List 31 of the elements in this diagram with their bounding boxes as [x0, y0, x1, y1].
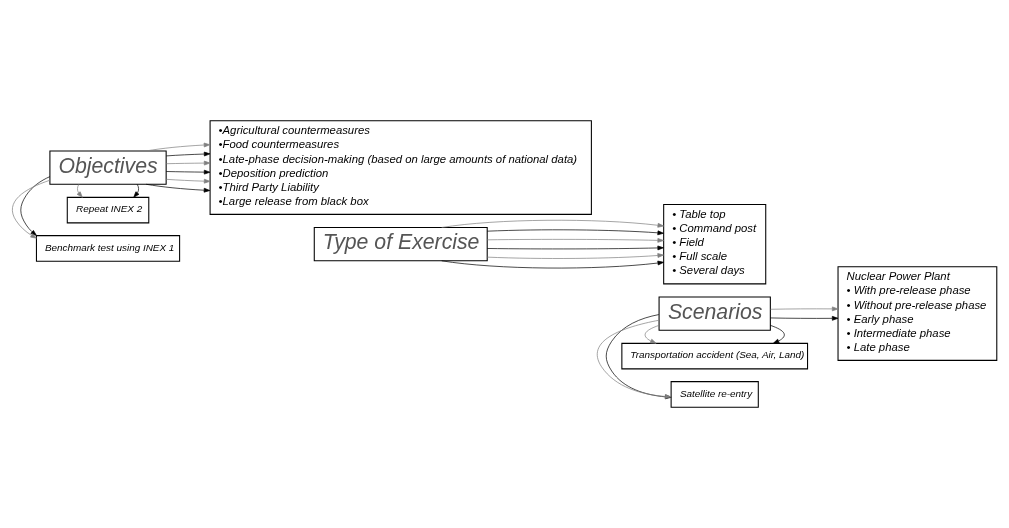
arrow	[441, 260, 664, 269]
arrow	[76, 184, 83, 198]
node-box: Repeat INEX 2	[66, 196, 150, 224]
node-box: Benchmark test using INEX 1	[35, 235, 181, 262]
arrow	[441, 219, 664, 228]
node-box: •Agricultural countermeasures •Food countermeasures •Late-phase decision-making (based on large amounts of national data) •Deposition prediction •Third Party Liability •Large release from black box	[209, 120, 592, 215]
arrow	[133, 184, 140, 198]
arrow	[770, 306, 839, 312]
arrow	[165, 160, 211, 166]
node-box: Satellite re-entry	[670, 381, 759, 408]
node-box: Scenarios	[658, 296, 771, 331]
node-box: Type of Exercise	[313, 226, 488, 262]
arrow	[145, 183, 211, 193]
arrow	[486, 229, 664, 236]
node-box: • Table top • Command post • Field • Full scale • Several days	[663, 203, 767, 285]
arrow	[644, 325, 660, 344]
arrow	[486, 253, 664, 259]
node-box: Transportation accident (Sea, Air, Land)	[621, 342, 809, 370]
arrow	[770, 325, 785, 344]
arrow	[770, 316, 839, 321]
node-box: Objectives	[49, 150, 167, 185]
arrow	[165, 169, 211, 175]
arrow	[12, 179, 51, 239]
arrow	[165, 151, 211, 157]
arrow	[486, 245, 664, 251]
node-box: Nuclear Power Plant • With pre-release phase • Without pre-release phase • Early phase • Intermediate phase • Late phase	[837, 266, 998, 361]
arrow	[486, 238, 664, 243]
arrow	[596, 319, 672, 399]
arrow	[165, 178, 211, 184]
arrow	[605, 314, 672, 400]
arrow	[20, 176, 51, 236]
